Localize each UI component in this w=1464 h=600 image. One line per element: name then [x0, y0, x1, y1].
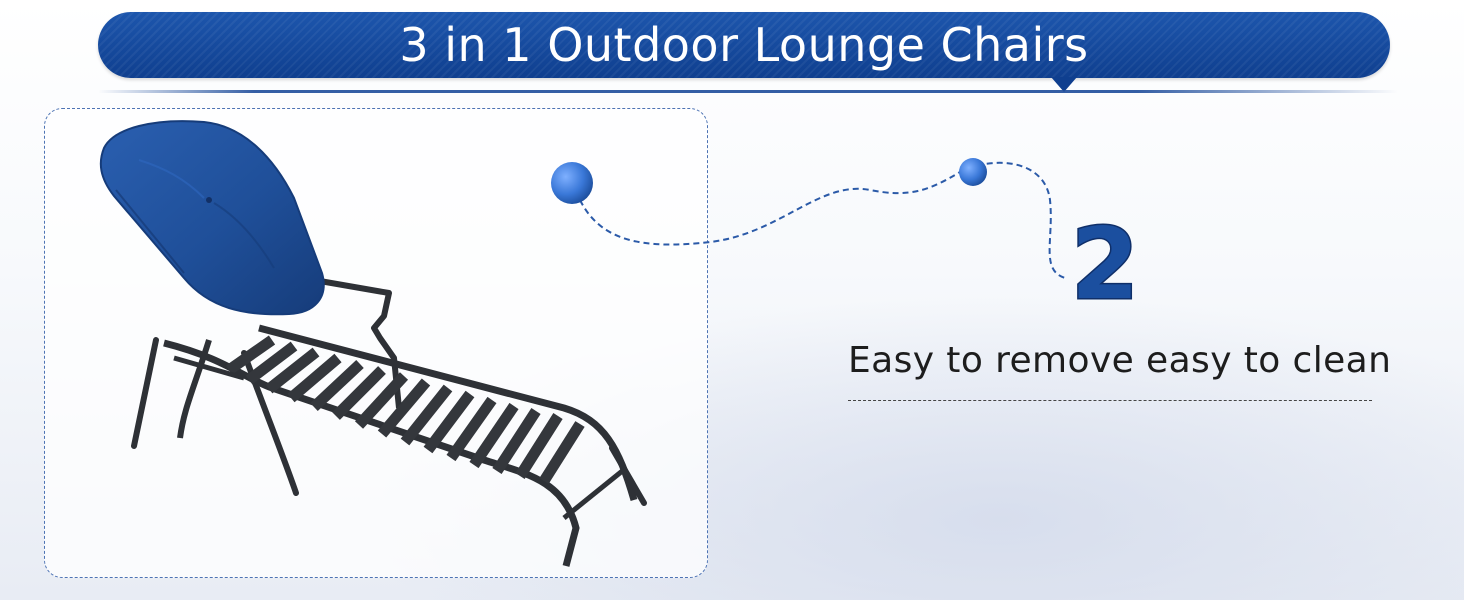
banner-underline — [98, 90, 1398, 93]
page-title: 3 in 1 Outdoor Lounge Chairs — [399, 18, 1089, 72]
step-number-badge: 2 — [1069, 210, 1140, 310]
step-number: 2 — [1071, 210, 1139, 310]
lounge-chair-image — [99, 120, 647, 567]
circle-dot-icon — [551, 162, 593, 204]
connector-graphic — [551, 158, 1066, 279]
caption-underline — [848, 400, 1372, 401]
header-banner: 3 in 1 Outdoor Lounge Chairs — [98, 12, 1390, 78]
banner-pointer — [1051, 77, 1077, 92]
feature-caption: Easy to remove easy to clean — [848, 340, 1392, 381]
circle-dot-icon — [959, 158, 987, 186]
